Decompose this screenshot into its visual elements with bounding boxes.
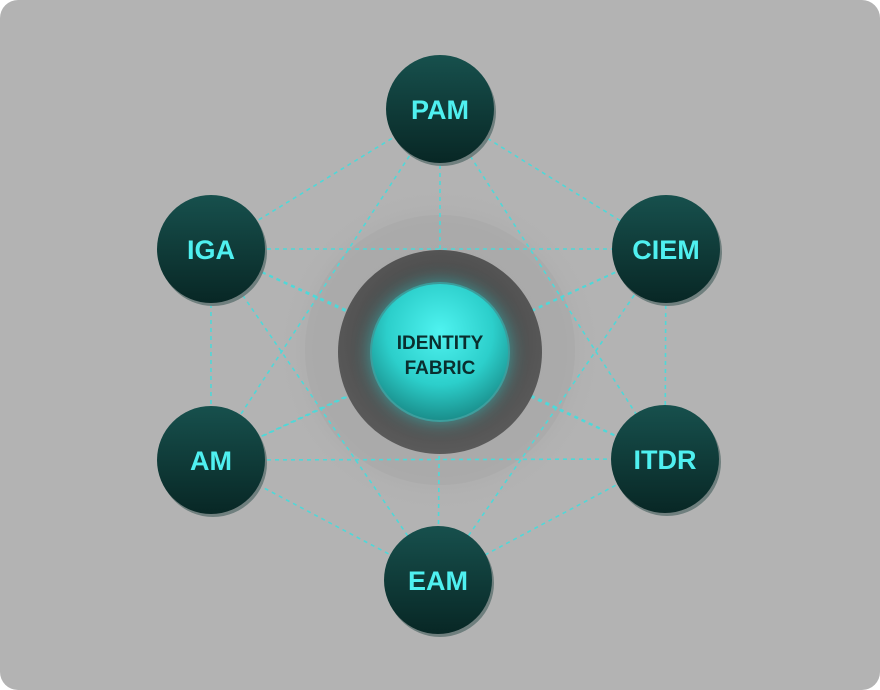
node-label-iga: IGA [187,235,235,265]
center-label-line1: IDENTITY [397,333,484,354]
center-label-line2: FABRIC [405,358,476,379]
node-circle [386,55,494,163]
connector-am-itdr [210,458,666,461]
connector-pam-itdr [439,108,666,460]
node-eam: EAM [384,526,494,637]
node-label-pam: PAM [411,95,469,125]
node-pam: PAM [386,55,496,166]
node-ciem: CIEM [612,195,722,306]
connector-pam-am [210,108,441,461]
node-label-eam: EAM [408,566,468,596]
node-itdr: ITDR [611,405,721,516]
node-label-itdr: ITDR [634,445,697,475]
node-am: AM [157,406,267,517]
connector-ciem-eam [437,248,667,581]
connector-eam-center [437,351,441,581]
node-circle [611,405,719,513]
outer-nodes: PAM CIEM ITDR EAM AM IGA [157,55,722,637]
node-circle [157,195,265,303]
center-node [372,284,508,420]
connector-iga-eam [210,248,439,581]
node-iga: IGA [157,195,267,306]
node-circle [157,406,265,514]
node-circle [612,195,720,303]
node-circle [384,526,492,634]
node-label-am: AM [190,446,232,476]
node-label-ciem: CIEM [632,235,700,265]
